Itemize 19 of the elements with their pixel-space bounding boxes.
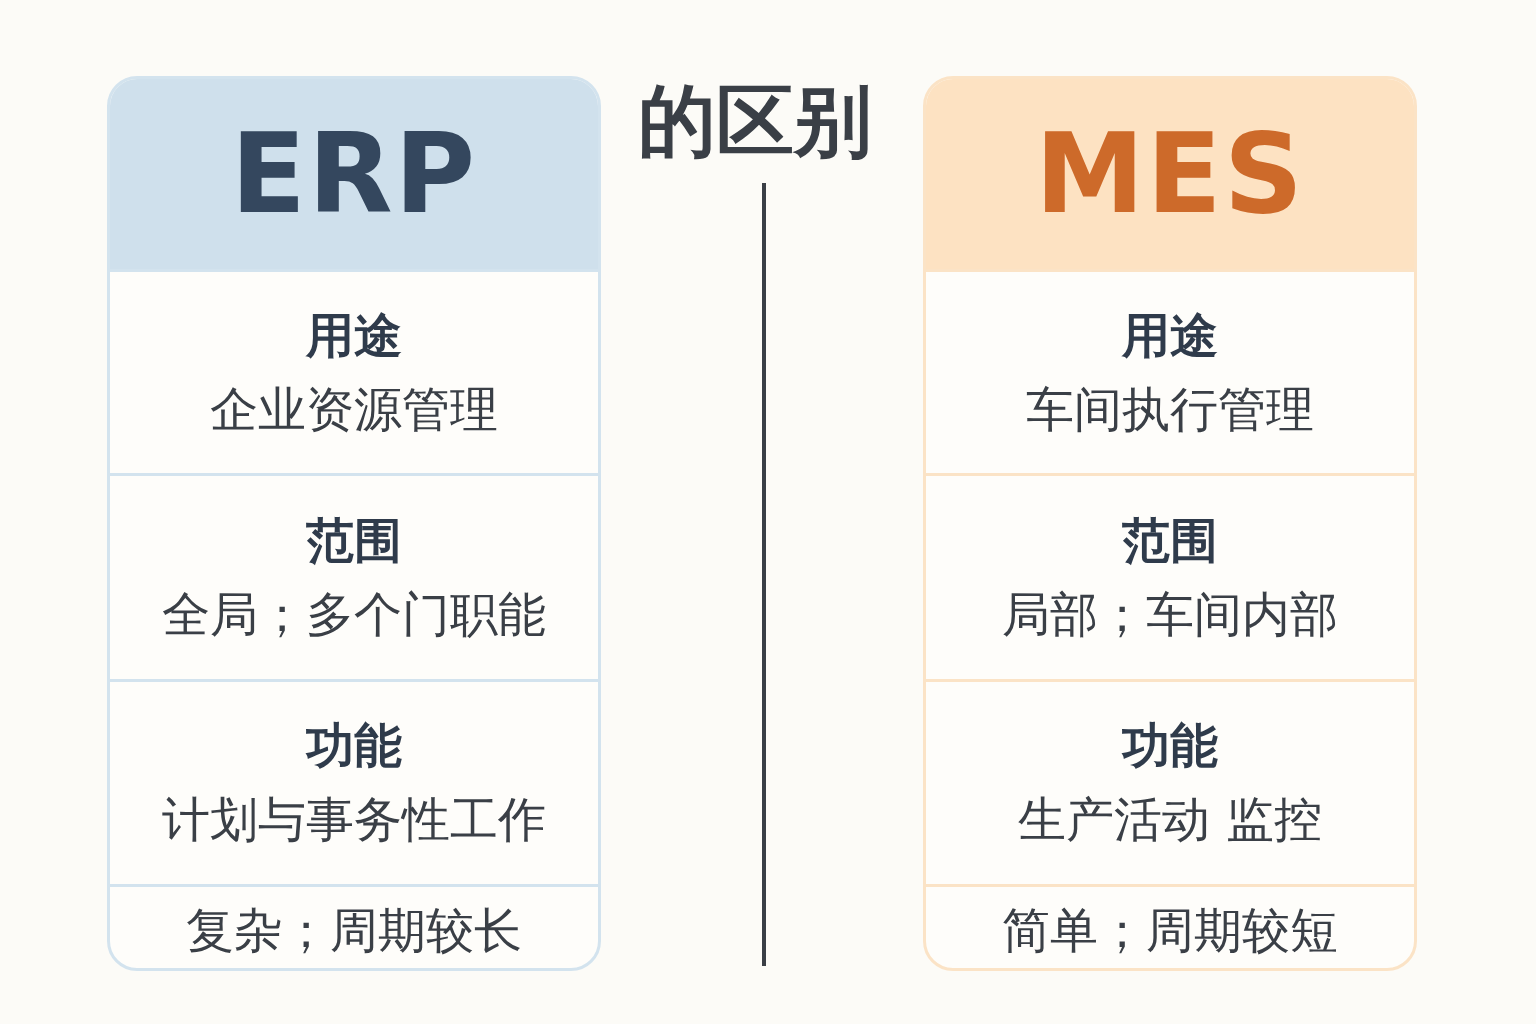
row-heading: 功能 <box>1122 716 1218 775</box>
card-title: MES <box>1035 110 1305 238</box>
title: 的区别 <box>637 75 873 168</box>
row-text: 车间执行管理 <box>1026 379 1314 439</box>
row-text: 企业资源管理 <box>210 379 498 439</box>
row-text: 全局；多个门职能 <box>162 584 546 644</box>
row-heading: 功能 <box>306 716 402 775</box>
card-title: ERP <box>230 110 478 238</box>
row-heading: 范围 <box>1122 510 1218 570</box>
row-text: 简单；周期较短 <box>1002 900 1338 960</box>
row-heading: 用途 <box>1122 305 1218 365</box>
row-text: 复杂；周期较长 <box>186 900 522 960</box>
row-heading: 范围 <box>306 510 402 570</box>
comparison-card <box>107 76 601 971</box>
row-text: 计划与事务性工作 <box>162 790 546 849</box>
row-heading: 用途 <box>306 305 402 365</box>
row-text: 局部；车间内部 <box>1002 584 1338 644</box>
row-text: 生产活动 监控 <box>1018 790 1322 849</box>
comparison-card <box>923 76 1417 971</box>
